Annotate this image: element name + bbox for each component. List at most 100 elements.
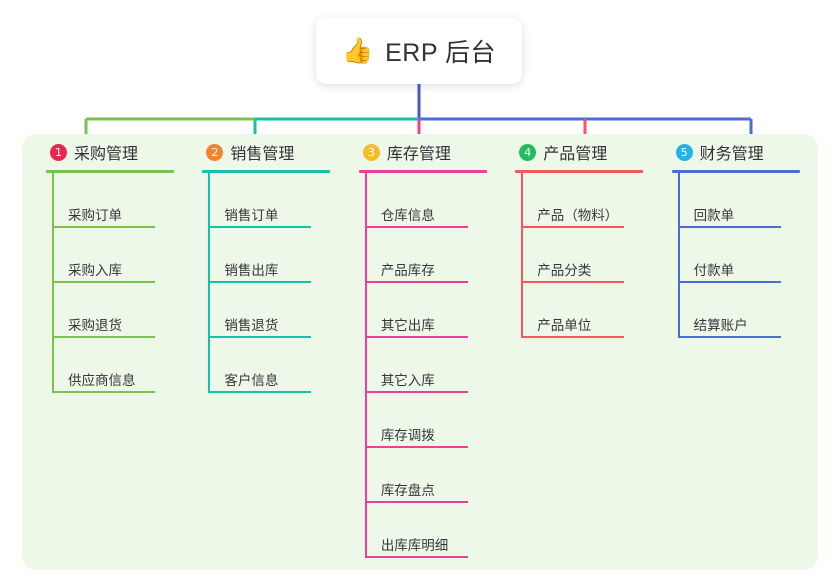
- category-item-list: 回款单付款单结算账户: [677, 173, 818, 338]
- category-item[interactable]: 结算账户: [677, 283, 818, 338]
- category-item-list: 采购订单采购入库采购退货供应商信息: [52, 173, 192, 393]
- category-item[interactable]: 回款单: [677, 173, 818, 228]
- category-item-rule: [364, 501, 468, 503]
- item-spine-line: [677, 173, 680, 338]
- category-item-list: 仓库信息产品库存其它出库其它入库库存调拨库存盘点出库库明细: [364, 173, 505, 558]
- category-number-badge: 1: [50, 143, 67, 161]
- category-item[interactable]: 仓库信息: [364, 173, 505, 228]
- category-header-rule: [515, 170, 644, 173]
- category-header-rule: [46, 170, 174, 173]
- category-item-rule: [521, 281, 625, 283]
- category-item[interactable]: 产品分类: [521, 228, 661, 283]
- root-node-title: ERP 后台: [385, 39, 497, 67]
- category-item-rule: [52, 226, 155, 228]
- category-item[interactable]: 销售退货: [208, 283, 348, 338]
- item-spine-line: [521, 173, 524, 338]
- category-header-5[interactable]: 5 财务管理: [662, 134, 818, 170]
- category-item-label: 产品分类: [537, 263, 592, 279]
- category-item-label: 供应商信息: [68, 373, 136, 389]
- category-item-rule: [521, 226, 625, 228]
- category-item-label: 采购订单: [68, 208, 122, 224]
- category-item-rule: [208, 336, 312, 338]
- category-item-label: 产品（物料）: [537, 208, 619, 224]
- category-item[interactable]: 产品单位: [521, 283, 661, 338]
- category-column-3: 3 库存管理仓库信息产品库存其它出库其它入库库存调拨库存盘点出库库明细: [349, 134, 505, 570]
- category-header-3[interactable]: 3 库存管理: [349, 134, 505, 170]
- category-item-label: 库存调拨: [380, 428, 435, 444]
- category-item-rule: [677, 281, 781, 283]
- item-spine-line: [52, 173, 54, 393]
- category-item[interactable]: 付款单: [677, 228, 818, 283]
- category-item-label: 客户信息: [224, 373, 279, 389]
- category-header-2[interactable]: 2 销售管理: [192, 134, 348, 170]
- category-item-rule: [52, 281, 155, 283]
- category-item-label: 付款单: [693, 263, 735, 279]
- category-item-label: 销售退货: [224, 318, 279, 334]
- category-item-rule: [677, 336, 781, 338]
- category-number-badge: 3: [362, 143, 380, 161]
- category-item[interactable]: 库存调拨: [364, 393, 505, 448]
- category-column-5: 5 财务管理回款单付款单结算账户: [662, 134, 818, 570]
- category-item-label: 结算账户: [693, 318, 748, 334]
- root-node-card[interactable]: 👍 ERP 后台: [316, 18, 522, 84]
- category-title: 采购管理: [74, 146, 139, 163]
- thumbs-up-icon: 👍: [341, 36, 374, 65]
- category-item[interactable]: 销售订单: [208, 173, 348, 228]
- category-item[interactable]: 销售出库: [208, 228, 348, 283]
- category-title: 销售管理: [230, 146, 295, 163]
- category-item-label: 回款单: [693, 208, 735, 224]
- category-item-label: 仓库信息: [380, 208, 435, 224]
- category-title: 财务管理: [699, 146, 764, 163]
- category-item-rule: [364, 226, 468, 228]
- categories-panel: 1 采购管理采购订单采购入库采购退货供应商信息 2 销售管理销售订单销售出库销售退货客…: [22, 134, 818, 570]
- category-item[interactable]: 出库库明细: [364, 503, 505, 558]
- category-item-rule: [52, 336, 155, 338]
- category-item-label: 库存盘点: [380, 483, 435, 499]
- category-item-rule: [208, 226, 312, 228]
- category-item-rule: [208, 281, 312, 283]
- columns-container: 1 采购管理采购订单采购入库采购退货供应商信息 2 销售管理销售订单销售出库销售退货客…: [22, 134, 818, 570]
- category-item[interactable]: 其它入库: [364, 338, 505, 393]
- category-item-rule: [364, 446, 468, 448]
- category-header-rule: [202, 170, 331, 173]
- category-number-badge: 5: [675, 143, 693, 161]
- category-item[interactable]: 采购入库: [52, 228, 192, 283]
- category-item[interactable]: 产品（物料）: [521, 173, 661, 228]
- category-item-label: 其它出库: [380, 318, 435, 334]
- category-header-1[interactable]: 1 采购管理: [36, 134, 192, 170]
- category-item-label: 销售出库: [224, 263, 279, 279]
- category-item-label: 采购退货: [68, 318, 122, 334]
- item-spine-line: [208, 173, 211, 393]
- category-item-rule: [521, 336, 625, 338]
- category-item[interactable]: 其它出库: [364, 283, 505, 338]
- category-item-label: 其它入库: [380, 373, 435, 389]
- category-item-rule: [364, 281, 468, 283]
- category-item[interactable]: 供应商信息: [52, 338, 192, 393]
- category-item[interactable]: 采购退货: [52, 283, 192, 338]
- category-header-rule: [358, 170, 487, 173]
- category-item[interactable]: 库存盘点: [364, 448, 505, 503]
- category-column-1: 1 采购管理采购订单采购入库采购退货供应商信息: [36, 134, 192, 570]
- category-item-label: 出库库明细: [380, 538, 449, 554]
- category-column-2: 2 销售管理销售订单销售出库销售退货客户信息: [192, 134, 348, 570]
- category-title: 库存管理: [386, 146, 451, 163]
- category-item-label: 产品单位: [537, 318, 592, 334]
- category-number-badge: 2: [206, 143, 224, 161]
- category-item-rule: [52, 391, 155, 393]
- category-item[interactable]: 客户信息: [208, 338, 348, 393]
- item-spine-line: [364, 173, 367, 558]
- category-header-rule: [671, 170, 800, 173]
- category-item-list: 销售订单销售出库销售退货客户信息: [208, 173, 348, 393]
- category-item-label: 产品库存: [380, 263, 435, 279]
- category-item[interactable]: 产品库存: [364, 228, 505, 283]
- category-item-rule: [364, 556, 468, 558]
- category-item-label: 销售订单: [224, 208, 279, 224]
- category-item-list: 产品（物料） 产品分类产品单位: [521, 173, 661, 338]
- category-item-rule: [364, 336, 468, 338]
- category-item[interactable]: 采购订单: [52, 173, 192, 228]
- category-item-rule: [677, 226, 781, 228]
- category-item-rule: [208, 391, 312, 393]
